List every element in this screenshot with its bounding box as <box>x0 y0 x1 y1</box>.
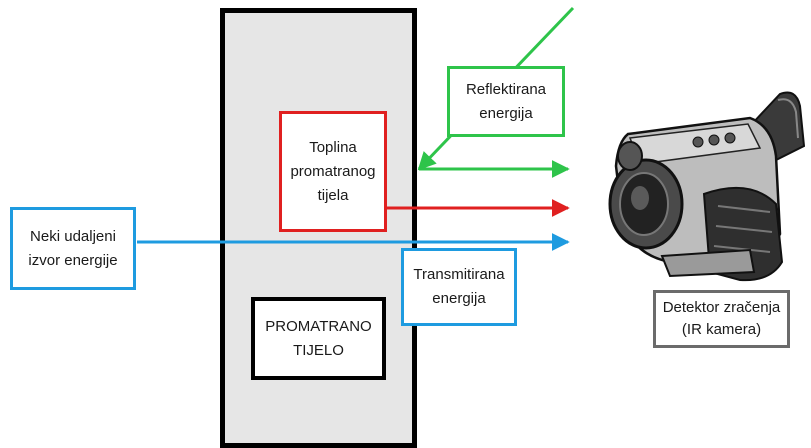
heat-of-body-label: Toplina promatranog tijela <box>279 111 387 232</box>
reflected-energy-label: Reflektirana energija <box>447 66 565 137</box>
detector-label: Detektor zračenja (IR kamera) <box>653 290 790 348</box>
diagram: Toplina promatranog tijela Reflektirana … <box>10 6 805 448</box>
observed-body-label: PROMATRANO TIJELO <box>251 297 386 380</box>
energy-source-label: Neki udaljeni izvor energije <box>10 207 136 290</box>
transmitted-energy-label: Transmitirana energija <box>401 248 517 326</box>
thermal-camera-icon <box>608 91 805 282</box>
